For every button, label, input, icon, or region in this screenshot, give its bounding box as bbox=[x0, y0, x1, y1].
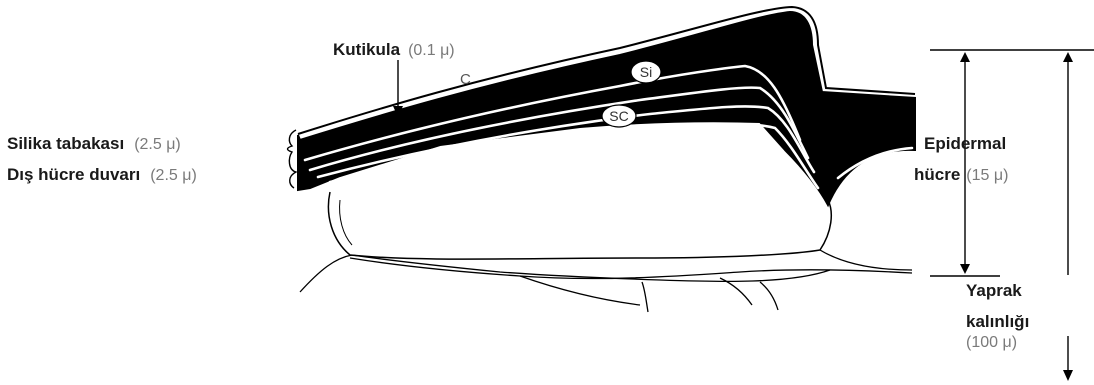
measurement-arrowheads bbox=[960, 52, 1073, 381]
sc-marker: SC bbox=[609, 108, 628, 124]
epidermal-cell-outline bbox=[328, 192, 831, 259]
leaf-thickness-label-line1: Yaprak bbox=[966, 281, 1022, 300]
layer-bracket bbox=[288, 130, 297, 188]
c-marker: C bbox=[460, 71, 471, 88]
leaf-thickness-label-line2: kalınlığı bbox=[966, 312, 1029, 331]
si-marker: Si bbox=[640, 64, 652, 80]
epidermal-cell-label-line2: hücre (15 μ) bbox=[914, 165, 1008, 184]
outer-wall-label: Dış hücre duvarı (2.5 μ) bbox=[7, 165, 197, 184]
sc-badge: SC bbox=[602, 105, 636, 127]
leaf-thickness-value: (100 μ) bbox=[966, 334, 1017, 351]
mesophyll-cells bbox=[300, 250, 912, 312]
cuticle-label: Kutikula (0.1 μ) bbox=[333, 40, 455, 59]
si-badge: Si bbox=[631, 61, 661, 83]
epidermal-cell-inner bbox=[340, 200, 352, 245]
epidermal-cell-label-line1: Epidermal bbox=[924, 134, 1006, 153]
silica-layer-label: Silika tabakası (2.5 μ) bbox=[7, 134, 181, 153]
